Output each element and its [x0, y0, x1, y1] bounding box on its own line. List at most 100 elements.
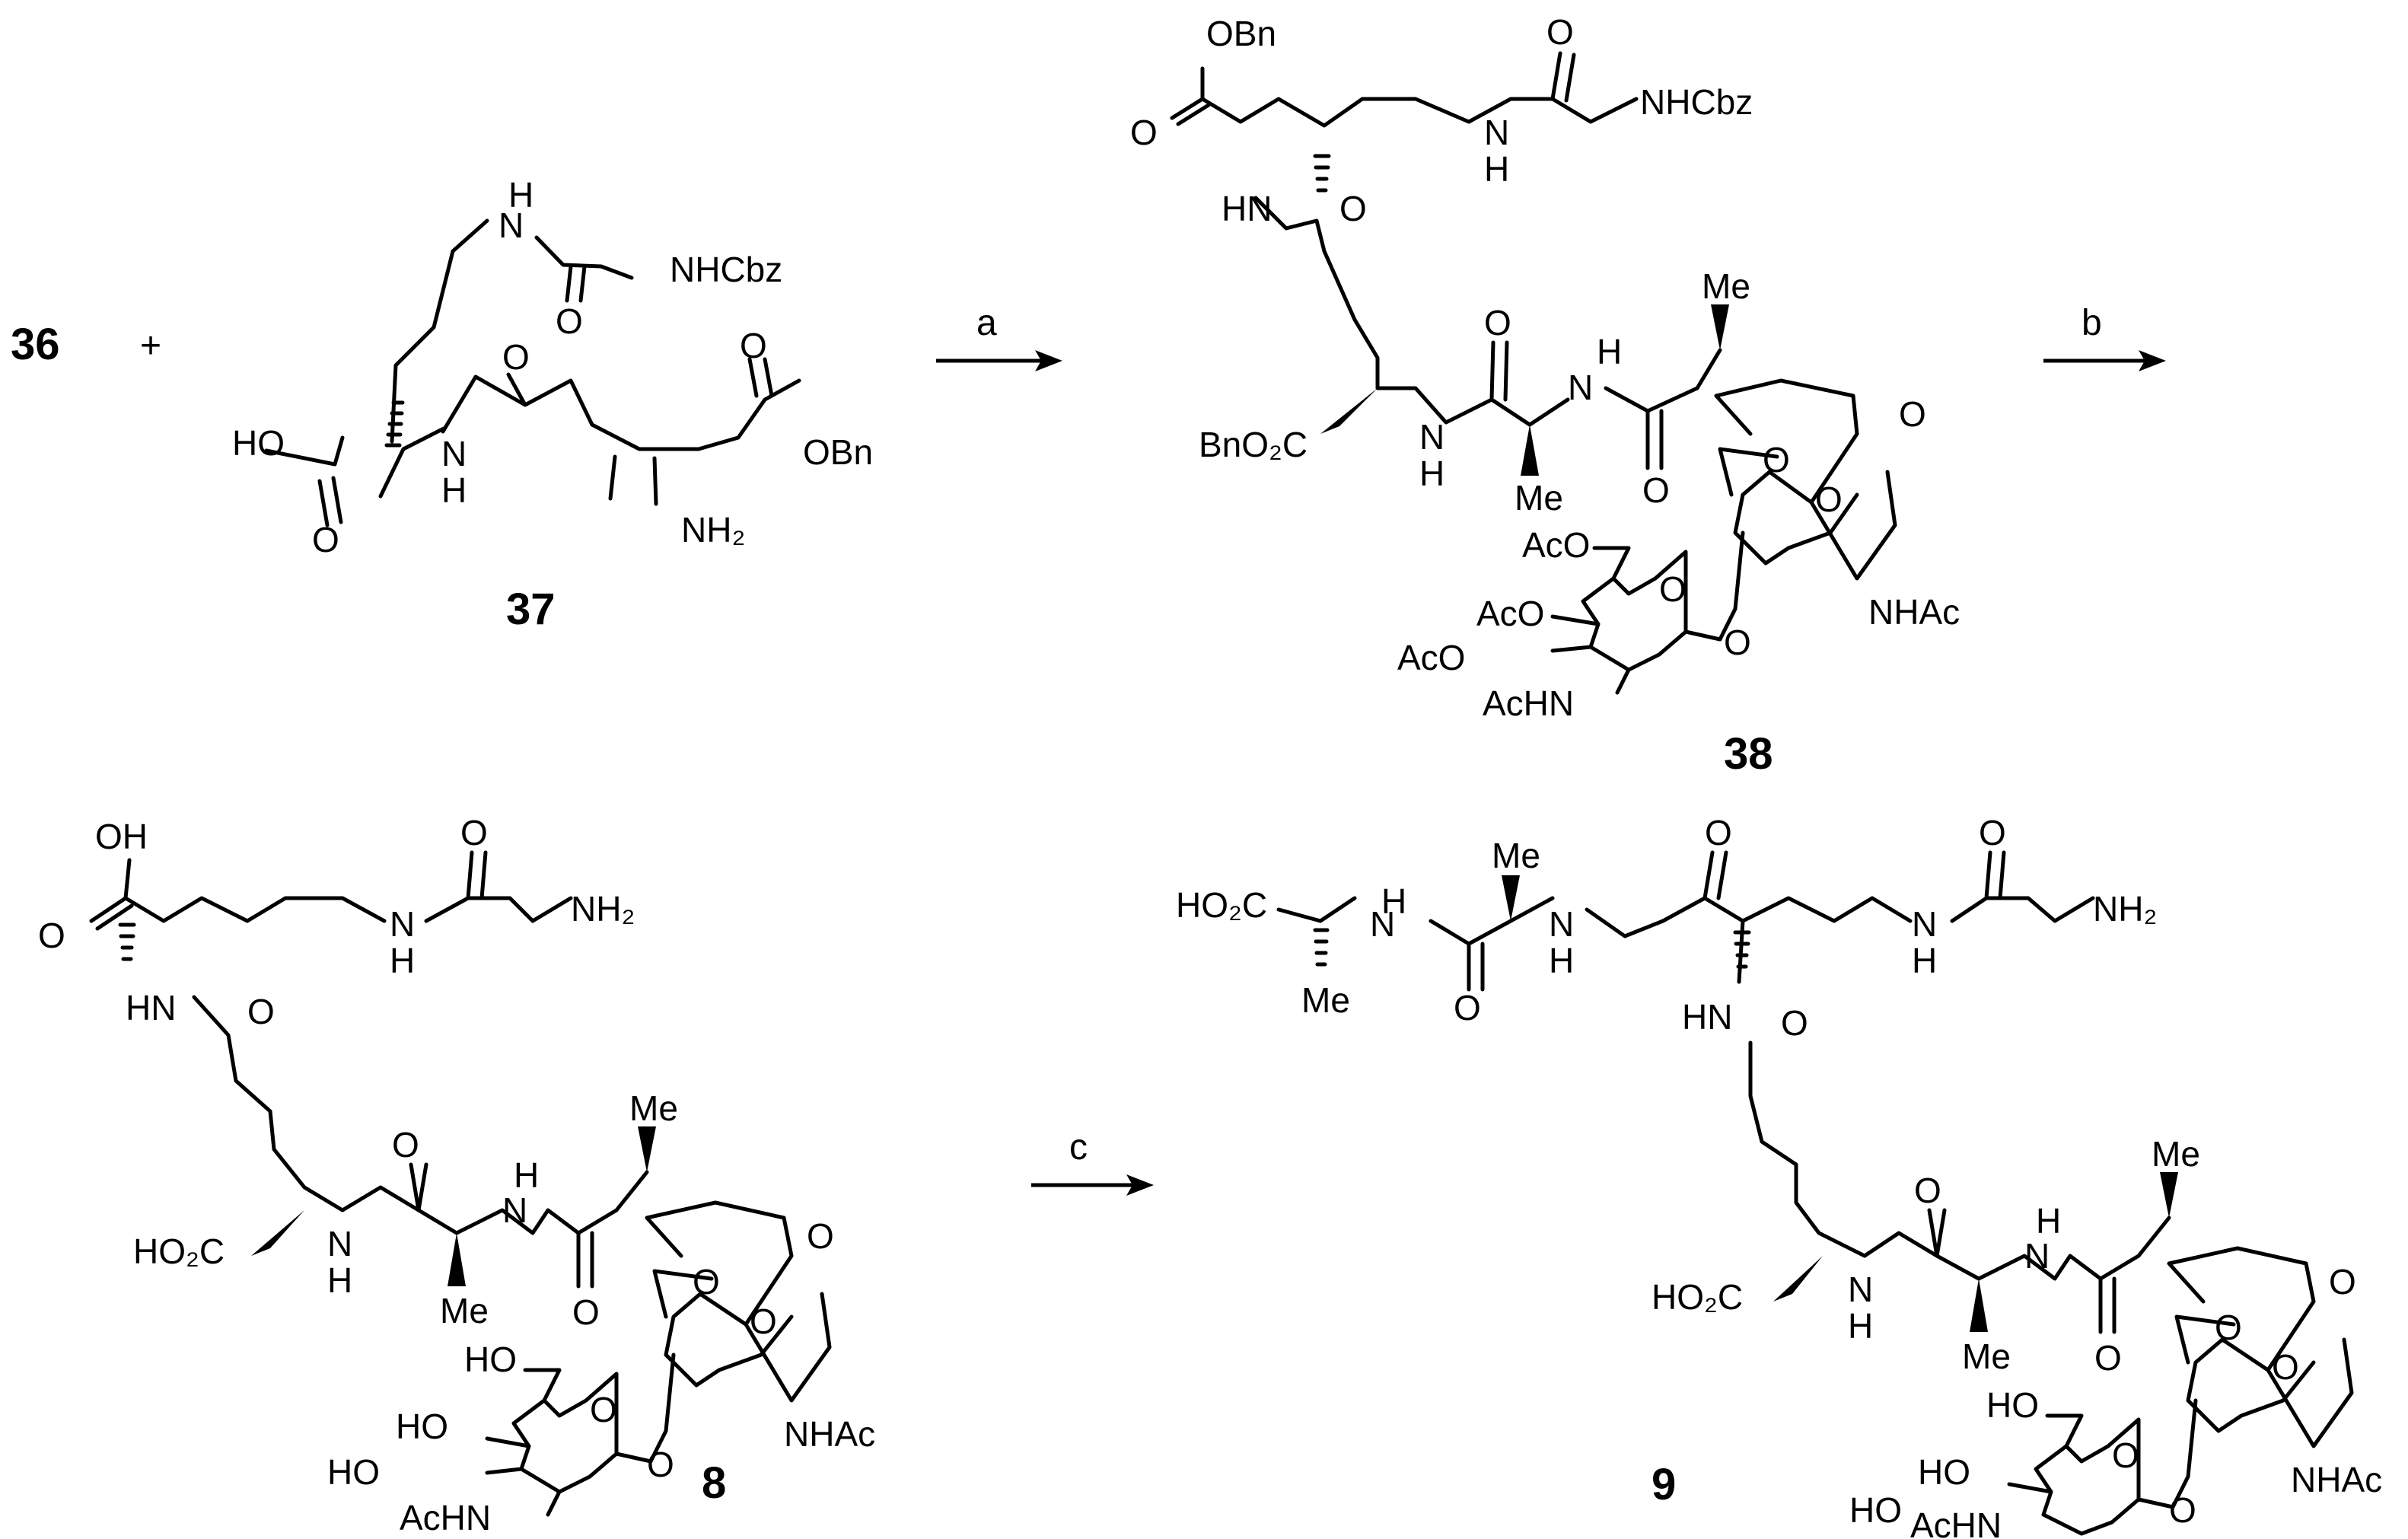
- atom-9-nhac: NHAc: [2291, 1460, 2382, 1499]
- compound-36-label: 36: [11, 320, 60, 369]
- atom-8-o-acid: O: [38, 916, 65, 955]
- atom-9-me2: Me: [2152, 1134, 2200, 1174]
- atom-8-o-gly: O: [460, 813, 488, 852]
- atom-38-h-top: H: [1484, 149, 1509, 189]
- atom-9-n2: N: [2024, 1236, 2050, 1276]
- atom-9-o-dap: O: [1705, 813, 1732, 852]
- atom-9-o-link: O: [2169, 1490, 2196, 1530]
- atom-37-obn: OBn: [803, 432, 873, 472]
- atom-9-h-ala: H: [1549, 941, 1574, 980]
- atom-38-nhcbz: NHCbz: [1640, 82, 1753, 122]
- atom-9-o-glu: O: [1781, 1003, 1808, 1043]
- compound-38-wedge-ala: [1521, 425, 1539, 476]
- atom-8-o-ring: O: [807, 1216, 834, 1256]
- atom-38-o-gly: O: [1546, 12, 1574, 52]
- compound-37-stereo-hash: [384, 400, 405, 448]
- atom-8-me1: Me: [440, 1291, 489, 1330]
- atom-38-n1: N: [1419, 417, 1444, 457]
- atom-9-me-ala: Me: [1492, 836, 1540, 875]
- compound-38: OBn O HN O N H O NHCbz BnO₂C N H O H N O…: [1130, 12, 1960, 779]
- atom-9-hn: HN: [1682, 997, 1732, 1037]
- atom-37-o-ester: O: [740, 326, 767, 365]
- atom-8-h1: H: [327, 1260, 352, 1300]
- arrow-step-c: c: [1031, 1127, 1154, 1196]
- atom-8-oh: OH: [95, 817, 148, 856]
- atom-9-ho2c: HO₂C: [1652, 1277, 1743, 1317]
- atom-38-me2: Me: [1702, 266, 1750, 306]
- atom-9-n-top: N: [1912, 904, 1937, 944]
- atom-38-h2: H: [1597, 332, 1622, 371]
- atom-38-o-ring: O: [1899, 394, 1926, 434]
- atom-38-aco3: AcO: [1397, 638, 1465, 677]
- atom-38-o-bridge: O: [1763, 440, 1790, 480]
- atom-8-n2: N: [502, 1190, 527, 1230]
- atom-9-me1: Me: [1962, 1337, 2011, 1376]
- compound-8-label: 8: [702, 1458, 726, 1508]
- compound-8-stereo-hash: [118, 922, 136, 961]
- compound-8-wedge-lac: [638, 1126, 656, 1172]
- atom-9-ho3: HO: [1849, 1490, 1902, 1530]
- atom-8-nh2: NH₂: [571, 889, 635, 929]
- atom-38-o-ester: O: [1130, 113, 1158, 152]
- atom-9-ho1: HO: [1986, 1385, 2039, 1425]
- atom-8-n1: N: [327, 1224, 352, 1263]
- arrow-step-a: a: [936, 303, 1062, 371]
- atom-38-me1: Me: [1515, 478, 1563, 518]
- atom-8-ho2c: HO₂C: [133, 1232, 225, 1271]
- compound-9-bonds: [1276, 850, 2354, 1536]
- atom-38-o-ring2: O: [1815, 480, 1843, 519]
- atom-38-o-ala: O: [1484, 303, 1511, 343]
- compound-8: OH O HN O N H O NH₂ HO₂C N H O H N O Me …: [38, 813, 875, 1537]
- step-c-label: c: [1069, 1127, 1088, 1168]
- atom-37-h-amide: H: [441, 470, 467, 510]
- compound-37-label: 37: [506, 585, 556, 634]
- atom-8-h-top: H: [390, 941, 415, 980]
- atom-9-o-ring: O: [2329, 1262, 2356, 1302]
- atom-8-me2: Me: [629, 1088, 678, 1128]
- compound-9-wedge-ala: [1970, 1279, 1988, 1332]
- atom-9-h-top: H: [1912, 941, 1937, 980]
- atom-38-achn: AcHN: [1483, 683, 1574, 723]
- atom-8-o-ring2: O: [750, 1302, 777, 1341]
- atom-9-me-dala: Me: [1301, 980, 1350, 1020]
- compound-38-label: 38: [1724, 729, 1773, 779]
- compound-9-label: 9: [1652, 1460, 1676, 1509]
- compound-37: H N NHCbz O HO O N H O O OBn NH₂ 37: [232, 175, 873, 634]
- arrow-b-head: [2139, 350, 2166, 371]
- atom-8-nhac: NHAc: [784, 1414, 875, 1454]
- arrow-a-head: [1035, 350, 1062, 371]
- atom-8-ho2: HO: [396, 1407, 448, 1446]
- atom-37-n-amide: N: [441, 434, 467, 473]
- atom-9-h1: H: [1848, 1306, 1873, 1346]
- compound-38-bonds: [1170, 51, 1897, 695]
- atom-9-o-glc: O: [2112, 1435, 2139, 1475]
- atom-38-n-top: N: [1484, 113, 1509, 152]
- atom-9-n1: N: [1848, 1270, 1873, 1309]
- atom-38-bno2c: BnO₂C: [1199, 425, 1308, 464]
- atom-8-o-bridge: O: [693, 1262, 720, 1302]
- compound-9-wedge-ala-top: [1502, 875, 1520, 921]
- atom-9-o-mur: O: [2094, 1338, 2122, 1378]
- atom-9-h-dala: H: [1381, 881, 1406, 921]
- atom-38-nhac: NHAc: [1868, 592, 1960, 632]
- compound-8-wedge-ala: [448, 1233, 466, 1286]
- atom-9-h2: H: [2036, 1201, 2061, 1241]
- atom-37-o-acid: O: [312, 520, 339, 559]
- compound-38-wedge-glu: [1320, 388, 1378, 434]
- atom-9-n-dala: N: [1370, 904, 1395, 944]
- atom-37-ho: HO: [232, 423, 285, 463]
- atom-38-aco2: AcO: [1476, 594, 1544, 633]
- step-a-label: a: [976, 303, 997, 343]
- atom-38-hn: HN: [1222, 189, 1272, 228]
- atom-9-ho2c-ala: HO₂C: [1176, 885, 1267, 925]
- atom-38-aco1: AcO: [1522, 525, 1590, 565]
- compound-9-wedge-lac: [2160, 1172, 2178, 1218]
- atom-38-o-mur: O: [1642, 470, 1670, 510]
- atom-8-h2: H: [514, 1155, 539, 1195]
- atom-38-obn: OBn: [1206, 14, 1276, 53]
- atom-37-o-glu: O: [502, 337, 530, 377]
- atom-8-o-ala: O: [392, 1125, 419, 1165]
- atom-8-n-top: N: [390, 904, 415, 944]
- atom-8-hn: HN: [126, 988, 176, 1028]
